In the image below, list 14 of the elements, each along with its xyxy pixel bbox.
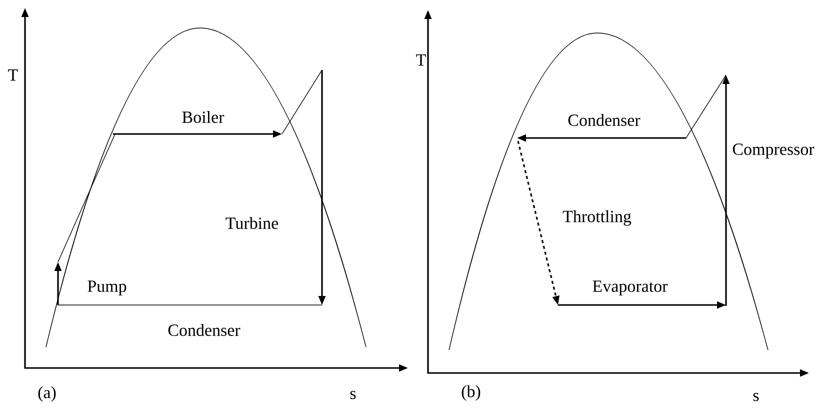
panel-label: (b) <box>462 385 480 401</box>
process-label: Pump <box>88 280 126 296</box>
process-label: Compressor <box>732 144 814 158</box>
process-label: Throttling <box>562 210 632 226</box>
axis-label: s <box>350 390 356 400</box>
panel-label: (a) <box>38 386 56 402</box>
process-label: Condenser <box>168 324 240 336</box>
axis-label: s <box>753 392 759 402</box>
process-label: Condenser <box>568 114 640 126</box>
process-label: Turbine <box>226 217 278 229</box>
axis-label: T <box>8 69 18 81</box>
process-label: Boiler <box>182 111 224 123</box>
process-label: Evaporator <box>592 280 668 296</box>
axis-label: T <box>416 54 426 66</box>
